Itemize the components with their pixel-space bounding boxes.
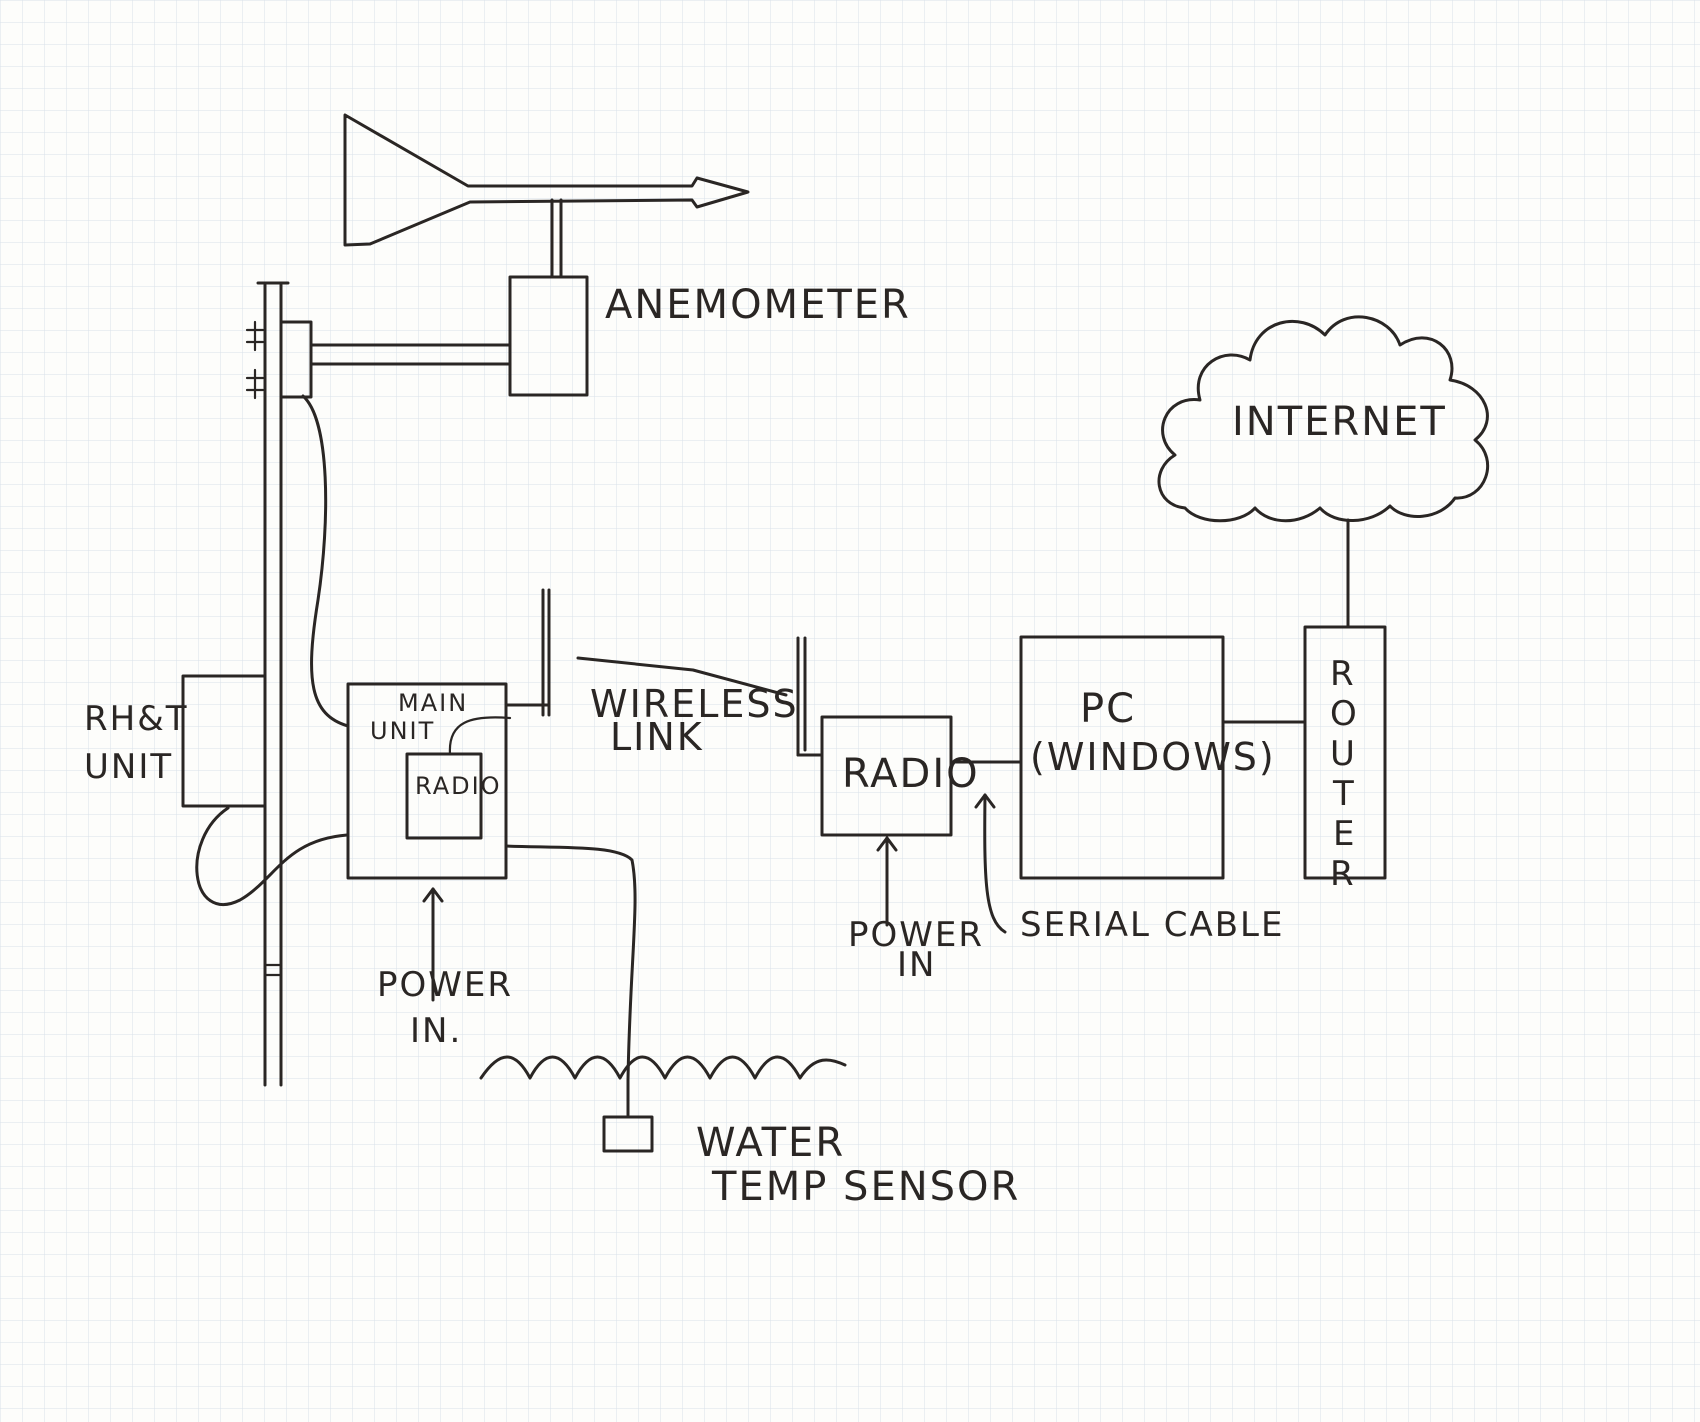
router-letter-3: U [1330, 734, 1357, 774]
remote-antenna [796, 636, 824, 757]
router-letter-2: O [1330, 694, 1359, 734]
anemometer-box [508, 275, 589, 397]
pc-label-line1: PC [1080, 686, 1136, 732]
main-radio-antenna-lead [448, 716, 512, 756]
pc-box [1019, 635, 1225, 880]
rh-t-label-line2: UNIT [84, 747, 173, 787]
mounting-clamp [245, 320, 313, 400]
wireless-link-label-line1: WIRELESS [590, 682, 799, 726]
router-letter-5: E [1333, 814, 1356, 854]
water-surface [479, 1055, 847, 1080]
main-power-label-line1: POWER [377, 965, 513, 1005]
water-sensor-cable [504, 844, 637, 1117]
main-unit-label-line1: MAIN [398, 689, 468, 717]
anemometer-cable [301, 394, 350, 728]
serial-cable-label: SERIAL CABLE [1020, 905, 1284, 945]
router-box [1303, 625, 1387, 880]
wireless-link-bolt [576, 656, 788, 697]
anemometer-label: ANEMOMETER [605, 282, 911, 328]
internet-cloud [1157, 315, 1490, 523]
main-antenna [504, 588, 551, 717]
main-unit-label-line2: UNIT [370, 717, 435, 745]
wind-vane [343, 113, 750, 279]
radio-label: RADIO [842, 751, 980, 797]
router-letter-4: T [1332, 774, 1356, 814]
serial-cable-pointer [983, 793, 1007, 934]
main-radio-label: RADIO [415, 772, 502, 800]
radio-box [820, 715, 953, 837]
serial-cable-arrowhead [974, 793, 996, 809]
rh-t-cable [195, 806, 349, 907]
water-label-line2: TEMP SENSOR [711, 1164, 1020, 1210]
water-label-line1: WATER [696, 1120, 845, 1166]
rh-t-unit-box [181, 674, 267, 808]
rh-t-label-line1: RH&T [84, 699, 188, 739]
main-power-label-line2: IN. [410, 1011, 462, 1051]
router-label: R O U T E R [1330, 654, 1359, 894]
router-letter-1: R [1330, 654, 1356, 694]
wireless-link-label-line2: LINK [610, 715, 704, 759]
main-unit-box [346, 682, 508, 880]
radio-power-label-line1: POWER [848, 915, 984, 955]
radio-power-arrowhead [876, 836, 898, 852]
main-radio-box [405, 752, 483, 840]
internet-label: INTERNET [1232, 399, 1447, 445]
main-power-arrowhead [422, 887, 444, 903]
water-temp-sensor [602, 1115, 654, 1153]
radio-power-label-line2: IN [897, 945, 936, 985]
router-letter-6: R [1330, 854, 1356, 894]
pc-label-line2: (WINDOWS) [1030, 735, 1276, 779]
